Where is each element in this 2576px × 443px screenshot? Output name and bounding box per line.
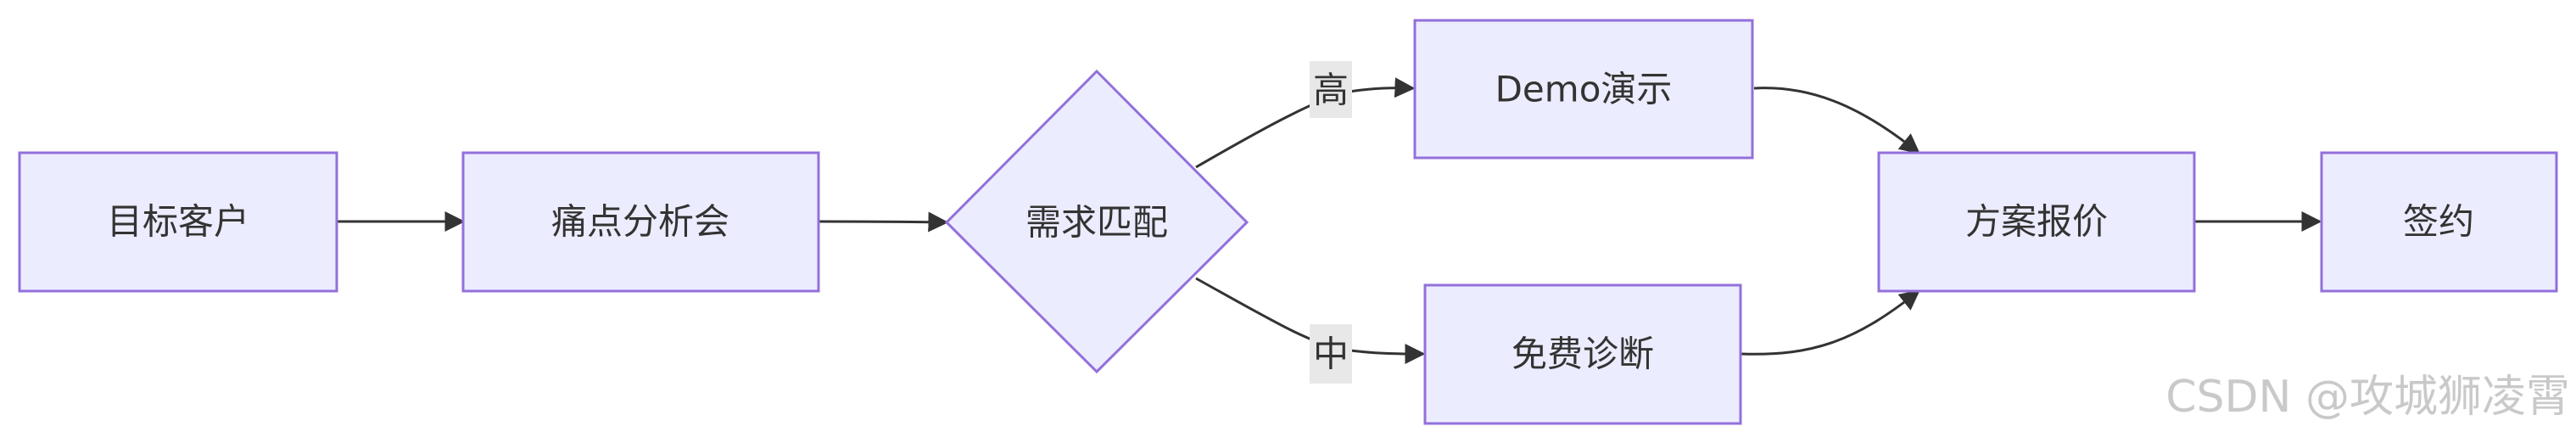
node-sign-contract: 签约	[2320, 151, 2558, 293]
edge-label-high-text: 高	[1313, 70, 1349, 111]
edge-label-high: 高	[1310, 61, 1352, 118]
edge-label-medium: 中	[1310, 324, 1352, 384]
node-sign-contract-label: 签约	[2403, 201, 2474, 243]
edge-label-medium-text: 中	[1313, 334, 1349, 375]
node-demo-label: Demo演示	[1495, 69, 1673, 110]
node-proposal-quote: 方案报价	[1877, 151, 2196, 293]
node-target-customer: 目标客户	[18, 151, 338, 293]
node-free-diagnosis-label: 免费诊断	[1512, 334, 1654, 375]
edge-diagnosis-to-proposal	[1741, 289, 1920, 356]
node-pain-point-meeting: 痛点分析会	[461, 151, 820, 293]
watermark-text: CSDN @攻城狮凌霄	[2165, 372, 2570, 423]
node-proposal-quote-label: 方案报价	[1965, 201, 2108, 243]
node-demo: Demo演示	[1413, 19, 1754, 160]
node-needs-match-decision: 需求匹配	[944, 69, 1249, 374]
node-target-customer-label: 目标客户	[107, 201, 249, 243]
edge-demo-to-proposal	[1753, 87, 1920, 154]
node-pain-point-meeting-label: 痛点分析会	[551, 201, 729, 243]
node-free-diagnosis: 免费诊断	[1423, 283, 1742, 425]
node-needs-match-label: 需求匹配	[1025, 202, 1168, 244]
edge-match-to-demo	[1195, 77, 1416, 169]
